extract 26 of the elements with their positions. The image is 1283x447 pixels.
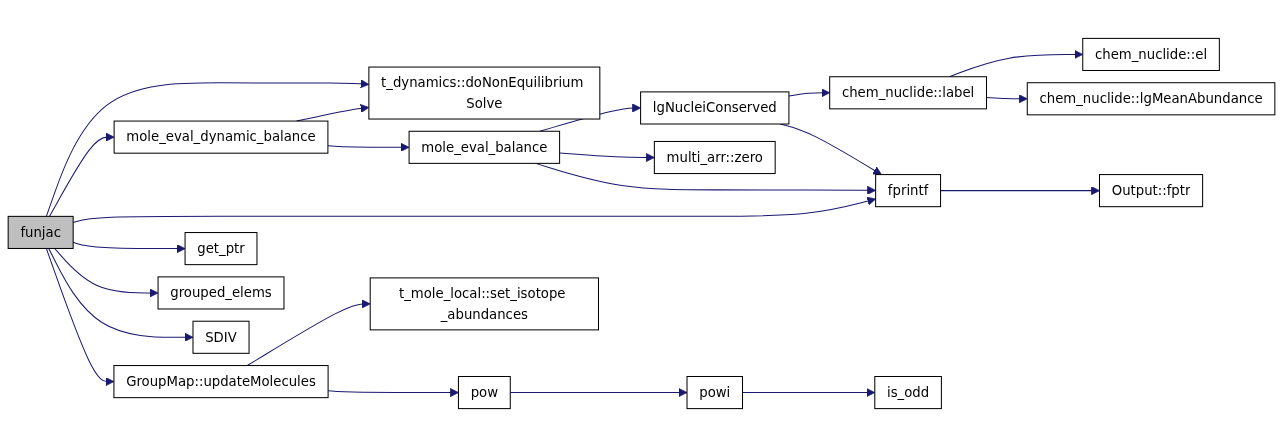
arrow (327, 142, 410, 152)
node-box: mole_eval_balance (408, 130, 561, 164)
node-box: pow (457, 376, 511, 410)
node-box: SDIV (192, 320, 250, 354)
node-box: chem_nuclide::lgMeanAbundance (1026, 82, 1276, 116)
node-box: mole_eval_dynamic_balance (113, 120, 329, 154)
arrow (49, 132, 115, 217)
arrow (246, 299, 371, 367)
node-box: funjac (7, 215, 74, 249)
node-box: powi (686, 376, 743, 410)
node-box: GroupMap::updateMolecules (113, 365, 329, 399)
node-box: get_ptr (184, 232, 258, 266)
arrow (986, 94, 1028, 104)
arrow (54, 247, 159, 298)
arrow (940, 186, 1100, 196)
arrow (559, 152, 655, 162)
node-box: Output::fptr (1099, 174, 1204, 208)
node-box: t_dynamics::doNonEquilibrium Solve (368, 66, 601, 120)
node-box: fprintf (875, 174, 942, 208)
node-box: is_odd (874, 376, 942, 410)
node-box: chem_nuclide::label (829, 76, 987, 110)
node-box: grouped_elems (157, 276, 285, 310)
node-box: t_mole_local::set_isotope _abundances (369, 277, 599, 331)
node-box: lgNucleiConserved (640, 91, 790, 125)
node-box: chem_nuclide::el (1082, 37, 1220, 71)
node-box: multi_arr::zero (653, 140, 776, 175)
